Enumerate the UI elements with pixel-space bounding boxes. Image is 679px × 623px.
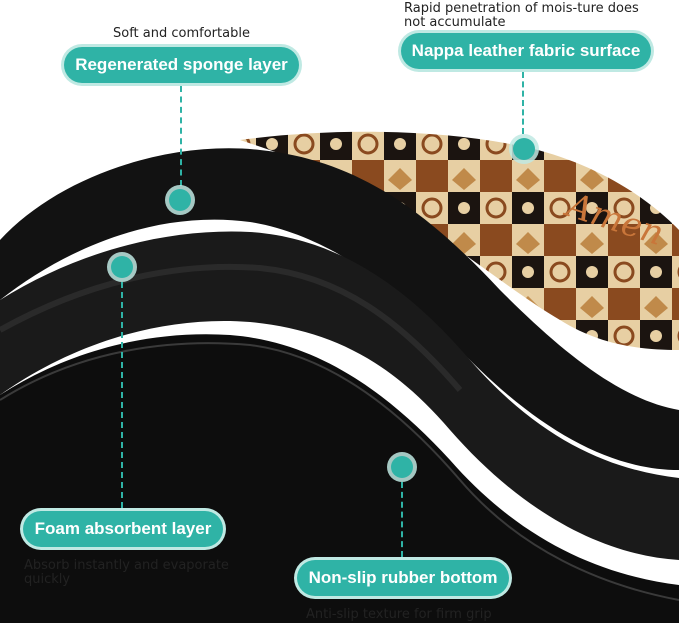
patterned-top-surface <box>240 131 679 350</box>
leather-label: Nappa leather fabric surface <box>401 33 651 69</box>
foam-caption-line1: Absorb instantly and evaporate <box>24 558 229 573</box>
leather-marker-icon <box>513 138 535 160</box>
leather-caption-line1: Rapid penetration of mois-ture does <box>404 1 639 16</box>
rubber-label: Non-slip rubber bottom <box>297 560 509 596</box>
foam-label: Foam absorbent layer <box>23 511 223 547</box>
leather-caption-line2: not accumulate <box>404 15 506 30</box>
foam-layer <box>0 231 679 560</box>
sponge-caption: Soft and comfortable <box>113 26 250 41</box>
rubber-caption: Anti-slip texture for firm grip <box>306 607 492 622</box>
sponge-layer <box>0 148 679 470</box>
sponge-marker-icon <box>169 189 191 211</box>
foam-leader <box>121 282 123 508</box>
sponge-label: Regenerated sponge layer <box>64 47 299 83</box>
rubber-bottom-layer <box>0 334 679 623</box>
foam-marker-icon <box>111 256 133 278</box>
rubber-leader <box>401 482 403 557</box>
rubber-marker-icon <box>391 456 413 478</box>
sponge-leader <box>180 86 182 186</box>
leather-leader <box>522 72 524 134</box>
foam-caption-line2: quickly <box>24 572 71 587</box>
